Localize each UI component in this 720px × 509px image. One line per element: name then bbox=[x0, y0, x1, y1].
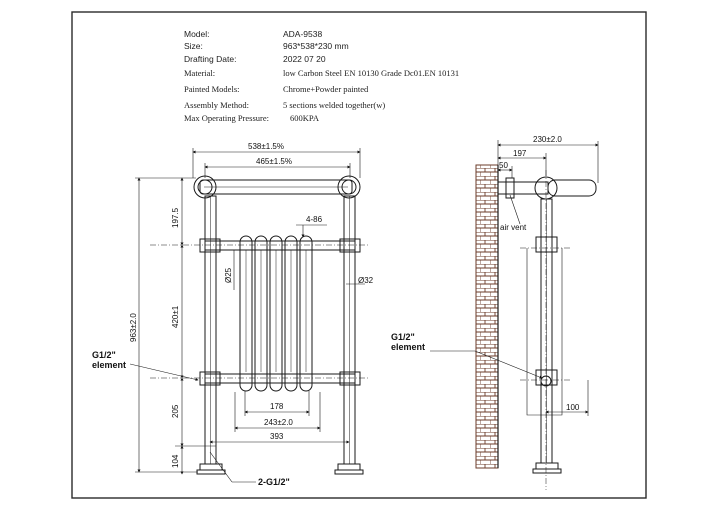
top-rail bbox=[199, 179, 353, 195]
dim-foot-height: 104 bbox=[171, 454, 180, 468]
column-sections bbox=[239, 235, 313, 392]
sheet-frame bbox=[71, 11, 647, 499]
spec-pressure-value: 600KPA bbox=[290, 113, 319, 123]
dim-height-overall: 963±2.0 bbox=[129, 313, 138, 342]
spec-size-value: 963*538*230 mm bbox=[283, 41, 349, 51]
dim-side-wall-offset: 197 bbox=[513, 149, 527, 158]
dim-panel-inner: 178 bbox=[270, 402, 284, 411]
dim-side-depth: 230±2.0 bbox=[533, 135, 562, 144]
spec-material-value: low Carbon Steel EN 10130 Grade Dc01.EN … bbox=[283, 68, 460, 78]
left-foot-base bbox=[196, 469, 226, 475]
side-foot bbox=[535, 462, 559, 470]
upper-header bbox=[204, 240, 356, 251]
side-view bbox=[430, 140, 599, 490]
joint-lr bbox=[339, 371, 361, 386]
spec-model-value: ADA-9538 bbox=[283, 29, 323, 39]
label-feet: 2-G1/2" bbox=[258, 477, 290, 487]
dim-leg-spacing: 393 bbox=[270, 432, 284, 441]
side-section-outline bbox=[526, 248, 563, 416]
front-dimensions bbox=[129, 148, 365, 483]
front-view bbox=[129, 148, 370, 483]
spec-date-label: Drafting Date: bbox=[184, 54, 237, 64]
joint-ll bbox=[199, 371, 221, 386]
dim-section-count: 4-86 bbox=[306, 215, 323, 224]
dim-width-inner: 465±1.5% bbox=[256, 157, 292, 166]
label-element-side: G1/2"element bbox=[391, 332, 425, 352]
dim-width-overall: 538±1.5% bbox=[248, 142, 284, 151]
spec-painted-label: Painted Models: bbox=[184, 84, 240, 94]
dim-side-vent-offset: 50 bbox=[499, 161, 508, 170]
right-foot-base bbox=[334, 469, 364, 475]
joint-ur bbox=[339, 238, 361, 253]
label-air-vent: air vent bbox=[500, 223, 527, 232]
side-dimensions bbox=[430, 140, 599, 416]
dim-lower-height: 205 bbox=[171, 404, 180, 418]
lower-header bbox=[204, 373, 356, 384]
dim-pipe-dia: Ø32 bbox=[358, 276, 374, 285]
spec-pressure-label: Max Operating Pressure: bbox=[184, 113, 269, 123]
left-foot bbox=[199, 463, 223, 471]
spec-assembly-value: 5 sections welded together(w) bbox=[283, 100, 386, 110]
dim-top-offset: 197.5 bbox=[171, 207, 180, 228]
dim-side-bottom: 100 bbox=[566, 403, 580, 412]
spec-size-label: Size: bbox=[184, 41, 203, 51]
spec-assembly-label: Assembly Method: bbox=[184, 100, 249, 110]
side-upper-joint bbox=[535, 236, 558, 253]
right-foot bbox=[337, 463, 361, 471]
joint-ul bbox=[199, 238, 221, 253]
spec-model-label: Model: bbox=[184, 29, 210, 39]
side-foot-base bbox=[532, 468, 562, 474]
spec-date-value: 2022 07 20 bbox=[283, 54, 326, 64]
spec-material-label: Material: bbox=[184, 68, 216, 78]
top-arm bbox=[547, 179, 597, 197]
dim-panel-dia: Ø25 bbox=[224, 267, 233, 283]
top-right-elbow bbox=[337, 175, 361, 199]
label-element-front: G1/2"element bbox=[92, 350, 126, 370]
dim-panel-outer: 243±2.0 bbox=[264, 418, 293, 427]
dim-centres: 420±1 bbox=[171, 305, 180, 328]
spec-painted-value: Chrome+Powder painted bbox=[283, 84, 369, 94]
wall-section bbox=[475, 164, 499, 469]
side-lower-joint bbox=[535, 369, 558, 386]
